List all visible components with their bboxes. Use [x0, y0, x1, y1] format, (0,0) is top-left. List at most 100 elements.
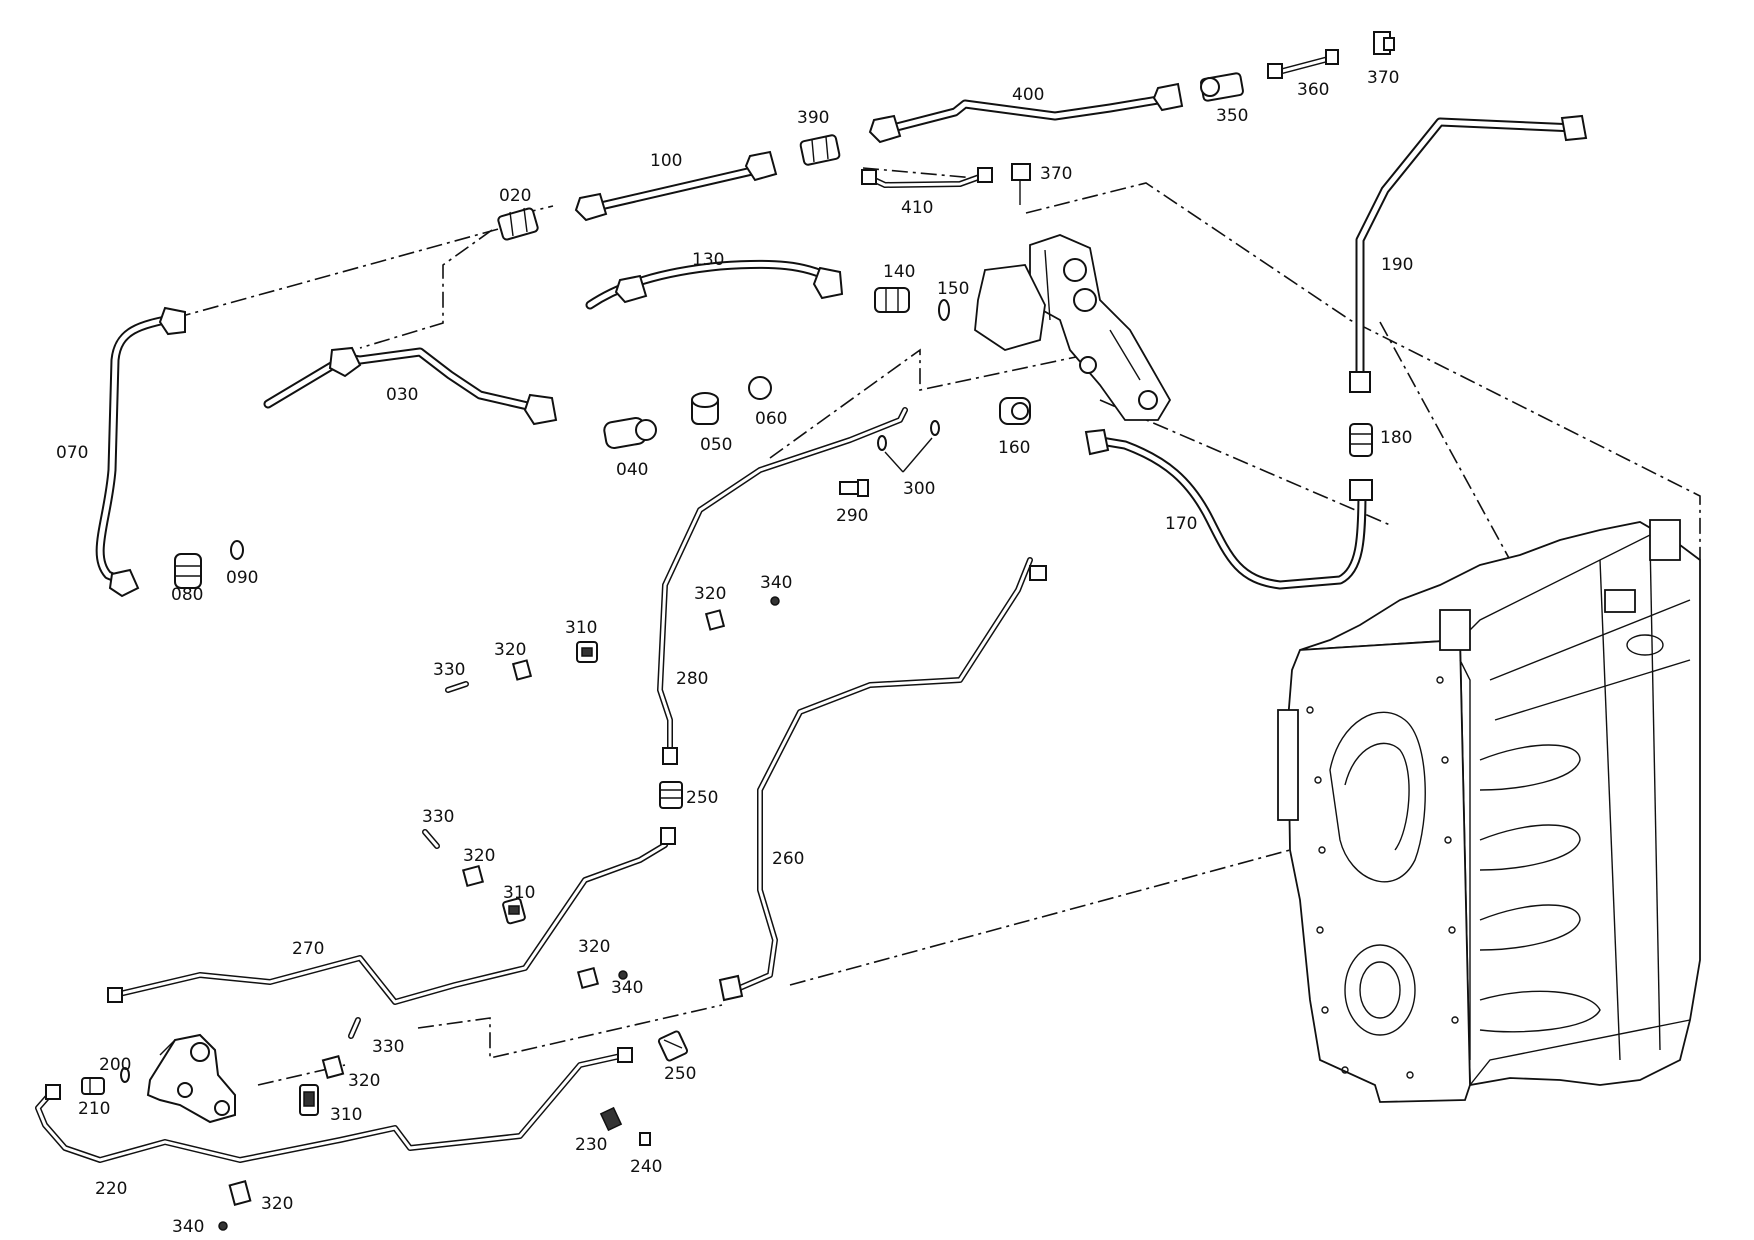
- pipe-260: [718, 557, 1047, 1002]
- valve-block: [146, 1033, 236, 1124]
- pipe-030: [263, 346, 558, 426]
- fitting-160: [999, 397, 1031, 425]
- label-210: 210: [78, 1099, 110, 1119]
- label-410: 410: [901, 198, 933, 218]
- transmission-housing: [1277, 519, 1701, 1103]
- clamp-320-f: [228, 1180, 252, 1206]
- label-370-mid: 370: [1040, 164, 1072, 184]
- clamp-310-b: [502, 897, 526, 925]
- label-340-c: 340: [172, 1217, 204, 1237]
- pipe-100: [574, 150, 778, 222]
- label-090: 090: [226, 568, 258, 588]
- label-300: 300: [903, 479, 935, 499]
- label-140: 140: [883, 262, 915, 282]
- pipe-280: [657, 407, 908, 765]
- fitting-180: [1349, 423, 1373, 457]
- o-ring-150: [938, 299, 950, 321]
- label-340-a: 340: [760, 573, 792, 593]
- screw-240: [639, 1132, 651, 1146]
- label-270: 270: [292, 939, 324, 959]
- label-320-c: 320: [463, 846, 495, 866]
- fitting-250-bottom: [657, 1030, 689, 1062]
- fitting-140: [874, 287, 910, 313]
- clamp-320-c: [461, 864, 485, 888]
- label-150: 150: [937, 279, 969, 299]
- label-320-d: 320: [578, 937, 610, 957]
- bolt-290: [839, 479, 869, 497]
- fitting-250-top: [659, 781, 683, 809]
- fitting-370-mid: [1011, 163, 1031, 205]
- clamp-320-e: [321, 1055, 345, 1079]
- label-290: 290: [836, 506, 868, 526]
- label-190: 190: [1381, 255, 1413, 275]
- fitting-350: [1200, 72, 1244, 102]
- label-050: 050: [700, 435, 732, 455]
- fitting-360: [1267, 49, 1339, 79]
- label-320-b: 320: [694, 584, 726, 604]
- fitting-040: [603, 416, 657, 450]
- fitting-020: [497, 207, 539, 241]
- label-250-bottom: 250: [664, 1064, 696, 1084]
- pipe-220: [35, 1047, 633, 1163]
- clamp-310-c: [299, 1084, 319, 1116]
- label-330-a: 330: [433, 660, 465, 680]
- pipe-410: [861, 167, 993, 188]
- label-260: 260: [772, 849, 804, 869]
- label-240: 240: [630, 1157, 662, 1177]
- control-bracket: [974, 234, 1172, 421]
- screw-330-b: [422, 829, 440, 849]
- clamp-320-d: [576, 966, 600, 990]
- label-390: 390: [797, 108, 829, 128]
- o-ring-060: [748, 376, 772, 400]
- pipe-170: [1084, 428, 1373, 590]
- pipe-270: [107, 827, 676, 1005]
- label-310-b: 310: [503, 883, 535, 903]
- nut-340-b: [618, 970, 628, 980]
- label-220: 220: [95, 1179, 127, 1199]
- label-180: 180: [1380, 428, 1412, 448]
- clamp-320-a: [511, 659, 533, 681]
- label-330-c: 330: [372, 1037, 404, 1057]
- o-ring-090: [230, 540, 244, 560]
- label-200: 200: [99, 1055, 131, 1075]
- screw-330-a: [445, 681, 469, 693]
- clamp-320-b: [704, 609, 726, 631]
- nut-340-a: [770, 596, 780, 606]
- label-370-top: 370: [1367, 68, 1399, 88]
- label-320-f: 320: [261, 1194, 293, 1214]
- label-350: 350: [1216, 106, 1248, 126]
- pipe-070: [95, 306, 186, 598]
- screw-330-c: [348, 1017, 361, 1039]
- o-rings-300: [877, 420, 940, 473]
- label-160: 160: [998, 438, 1030, 458]
- o-ring-200: [120, 1067, 130, 1083]
- label-340-b: 340: [611, 978, 643, 998]
- label-020: 020: [499, 186, 531, 206]
- label-030: 030: [386, 385, 418, 405]
- nut-340-c: [218, 1221, 228, 1231]
- label-130: 130: [692, 250, 724, 270]
- label-070: 070: [56, 443, 88, 463]
- label-320-a: 320: [494, 640, 526, 660]
- clamp-310-a: [576, 641, 598, 663]
- label-330-b: 330: [422, 807, 454, 827]
- label-310-a: 310: [565, 618, 597, 638]
- fitting-390: [799, 134, 841, 166]
- label-100: 100: [650, 151, 682, 171]
- label-320-e: 320: [348, 1071, 380, 1091]
- fitting-370-top: [1373, 31, 1395, 55]
- label-060: 060: [755, 409, 787, 429]
- pipe-400: [868, 82, 1184, 144]
- label-360: 360: [1297, 80, 1329, 100]
- label-040: 040: [616, 460, 648, 480]
- label-250-top: 250: [686, 788, 718, 808]
- label-230: 230: [575, 1135, 607, 1155]
- label-280: 280: [676, 669, 708, 689]
- fitting-050: [691, 392, 719, 425]
- fitting-080: [174, 553, 202, 589]
- part-labels: 020 030 040 050 060 070 080 090 100 130 …: [56, 68, 1413, 1237]
- fitting-230: [599, 1106, 623, 1132]
- fitting-210: [81, 1077, 105, 1095]
- label-170: 170: [1165, 514, 1197, 534]
